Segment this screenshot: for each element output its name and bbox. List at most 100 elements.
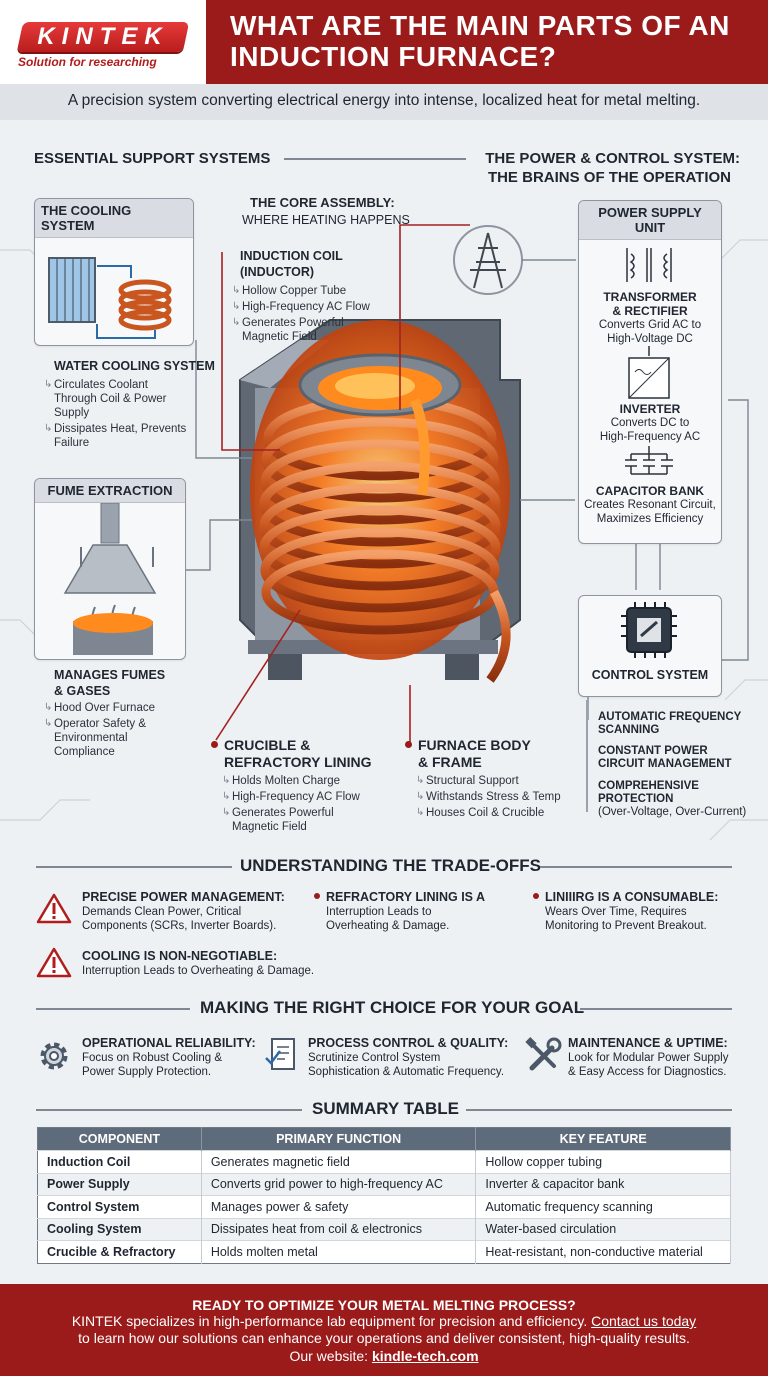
bullet-dot xyxy=(533,893,539,899)
table-cell: Power Supply xyxy=(37,1172,202,1196)
divider xyxy=(284,158,466,160)
section-power-heading-2: THE BRAINS OF THE OPERATION xyxy=(487,169,731,186)
tools-icon xyxy=(525,1037,562,1071)
warning-icon xyxy=(36,893,72,924)
goals-heading: MAKING THE RIGHT CHOICE FOR YOUR GOAL xyxy=(200,998,585,1017)
section-power-heading-1: THE POWER & CONTROL SYSTEM: xyxy=(485,150,740,167)
control-feature-rule xyxy=(586,700,588,812)
list-item: Houses Coil & Crucible xyxy=(416,806,576,820)
footer-line-1: KINTEK specializes in high-performance l… xyxy=(0,1313,768,1330)
body-bullets: Structural Support Withstands Stress & T… xyxy=(416,774,576,822)
footer-line-1-text: KINTEK specializes in high-performance l… xyxy=(71,1313,588,1329)
goal-text: & Easy Access for Diagnostics. xyxy=(568,1066,727,1078)
footer-website: Our website: kindle-tech.com xyxy=(0,1348,768,1365)
tradeoff-text: Interruption Leads to Overheating & Dama… xyxy=(82,965,315,977)
tradeoff-text: Demands Clean Power, Critical xyxy=(82,906,242,918)
capacitor-text-2: Maximizes Efficiency xyxy=(596,513,704,525)
tradeoff-item-2: REFRACTORY LINING IS A Interruption Lead… xyxy=(326,890,516,933)
bullet-dot xyxy=(314,893,320,899)
summary-table: COMPONENT PRIMARY FUNCTION KEY FEATURE I… xyxy=(37,1127,731,1264)
list-item: Hollow Copper Tube xyxy=(232,284,372,298)
table-row: Induction Coil Generates magnetic field … xyxy=(37,1150,731,1173)
footer-cta: READY TO OPTIMIZE YOUR METAL MELTING PRO… xyxy=(192,1297,576,1313)
contact-link[interactable]: Contact us today xyxy=(591,1313,697,1329)
coil-label-2: (INDUCTOR) xyxy=(240,265,315,279)
goal-text: Focus on Robust Cooling & xyxy=(82,1052,222,1064)
column-header: PRIMARY FUNCTION xyxy=(201,1127,477,1151)
table-cell: Automatic frequency scanning xyxy=(475,1195,731,1218)
furnace-illustration xyxy=(0,224,768,841)
inverter-text-1: Converts DC to xyxy=(610,417,690,429)
table-cell: Generates magnetic field xyxy=(201,1150,477,1173)
list-item: Generates Powerful Magnetic Field xyxy=(222,806,382,834)
table-cell: Hollow copper tubing xyxy=(475,1150,731,1173)
table-row: Control System Manages power & safety Au… xyxy=(37,1195,731,1218)
tradeoff-text: Components (SCRs, Inverter Boards). xyxy=(82,920,277,932)
power-supply-title: POWER SUPPLY UNIT xyxy=(579,201,721,240)
section-support-heading: ESSENTIAL SUPPORT SYSTEMS xyxy=(34,150,271,167)
fume-label-1: MANAGES FUMES xyxy=(54,668,166,682)
goal-text: Power Supply Protection. xyxy=(82,1066,212,1078)
column-header: COMPONENT xyxy=(37,1127,202,1151)
list-item: High-Frequency AC Flow xyxy=(232,300,372,314)
tradeoff-title: REFRACTORY LINING IS A xyxy=(326,890,486,904)
inverter-icon xyxy=(628,346,670,399)
divider xyxy=(36,1109,302,1111)
tradeoff-item-4: COOLING IS NON-NEGOTIABLE: Interruption … xyxy=(82,949,382,978)
goal-text: Scrutinize Control System xyxy=(308,1052,441,1064)
tradeoff-text: Interruption Leads to xyxy=(326,906,432,918)
cooling-panel-title: THE COOLING SYSTEM xyxy=(35,199,193,238)
goal-title: MAINTENANCE & UPTIME: xyxy=(568,1036,728,1050)
radiator-icon xyxy=(48,257,172,339)
divider xyxy=(540,866,732,868)
inverter-text-2: High-Frequency AC xyxy=(599,431,701,443)
cooling-bullets: Circulates Coolant Through Coil & Power … xyxy=(44,378,190,452)
transformer-label-1: TRANSFORMER xyxy=(603,290,697,304)
fume-panel: FUME EXTRACTION xyxy=(34,478,186,660)
divider xyxy=(36,866,232,868)
page-subtitle: A precision system converting electrical… xyxy=(67,92,701,109)
transformer-label-2: & RECTIFIER xyxy=(612,304,688,318)
list-item: Operator Safety & Environmental Complian… xyxy=(44,717,190,759)
column-header: KEY FEATURE xyxy=(475,1127,731,1151)
control-feature-1-line-2: SCANNING xyxy=(598,724,660,736)
table-cell: Induction Coil xyxy=(37,1150,202,1173)
transformer-icon xyxy=(626,248,672,282)
body-label-2: & FRAME xyxy=(418,754,482,770)
body-label-1: FURNACE BODY xyxy=(418,737,531,753)
website-link[interactable]: kindle-tech.com xyxy=(371,1348,479,1364)
capacitor-label: CAPACITOR BANK xyxy=(595,484,705,498)
cooling-label: WATER COOLING SYSTEM xyxy=(54,359,215,373)
goal-item-3: MAINTENANCE & UPTIME: Look for Modular P… xyxy=(568,1036,748,1079)
footer-line-2: to learn how our solutions can enhance y… xyxy=(78,1330,690,1346)
table-cell: Water-based circulation xyxy=(475,1217,731,1241)
summary-heading: SUMMARY TABLE xyxy=(312,1099,460,1118)
tradeoff-title: COOLING IS NON-NEGOTIABLE: xyxy=(82,949,278,963)
crucible-label-1: CRUCIBLE & xyxy=(224,737,311,753)
control-feature-3-line-1: COMPREHENSIVE PROTECTION xyxy=(598,780,699,805)
table-cell: Converts grid power to high-frequency AC xyxy=(201,1172,477,1196)
list-item: Holds Molten Charge xyxy=(222,774,382,788)
coil-label-1: INDUCTION COIL xyxy=(240,249,343,263)
chip-icon xyxy=(621,602,677,658)
checklist-icon xyxy=(265,1038,295,1070)
fume-panel-title: FUME EXTRACTION xyxy=(35,479,185,503)
divider xyxy=(36,1008,190,1010)
table-cell: Cooling System xyxy=(37,1217,202,1241)
fume-label-2: & GASES xyxy=(54,684,111,698)
list-item: Hood Over Furnace xyxy=(44,701,190,715)
list-item: Structural Support xyxy=(416,774,576,788)
core-heading-2: WHERE HEATING HAPPENS xyxy=(242,213,410,227)
title-band xyxy=(206,0,768,84)
grid-tower-icon xyxy=(453,225,576,295)
goal-text: Sophistication & Automatic Frequency. xyxy=(308,1066,505,1078)
core-heading-1: THE CORE ASSEMBLY: xyxy=(250,195,395,210)
table-cell: Manages power & safety xyxy=(201,1195,477,1218)
tradeoff-text: Monitoring to Prevent Breakout. xyxy=(545,920,707,932)
table-cell: Dissipates heat from coil & electronics xyxy=(201,1217,477,1241)
tradeoff-text: Overheating & Damage. xyxy=(326,920,450,932)
tradeoff-text: Wears Over Time, Requires xyxy=(545,906,687,918)
fume-bullets: Hood Over Furnace Operator Safety & Envi… xyxy=(44,701,190,761)
goal-item-1: OPERATIONAL RELIABILITY: Focus on Robust… xyxy=(82,1036,262,1079)
crucible-label-2: REFRACTORY LINING xyxy=(224,754,372,770)
